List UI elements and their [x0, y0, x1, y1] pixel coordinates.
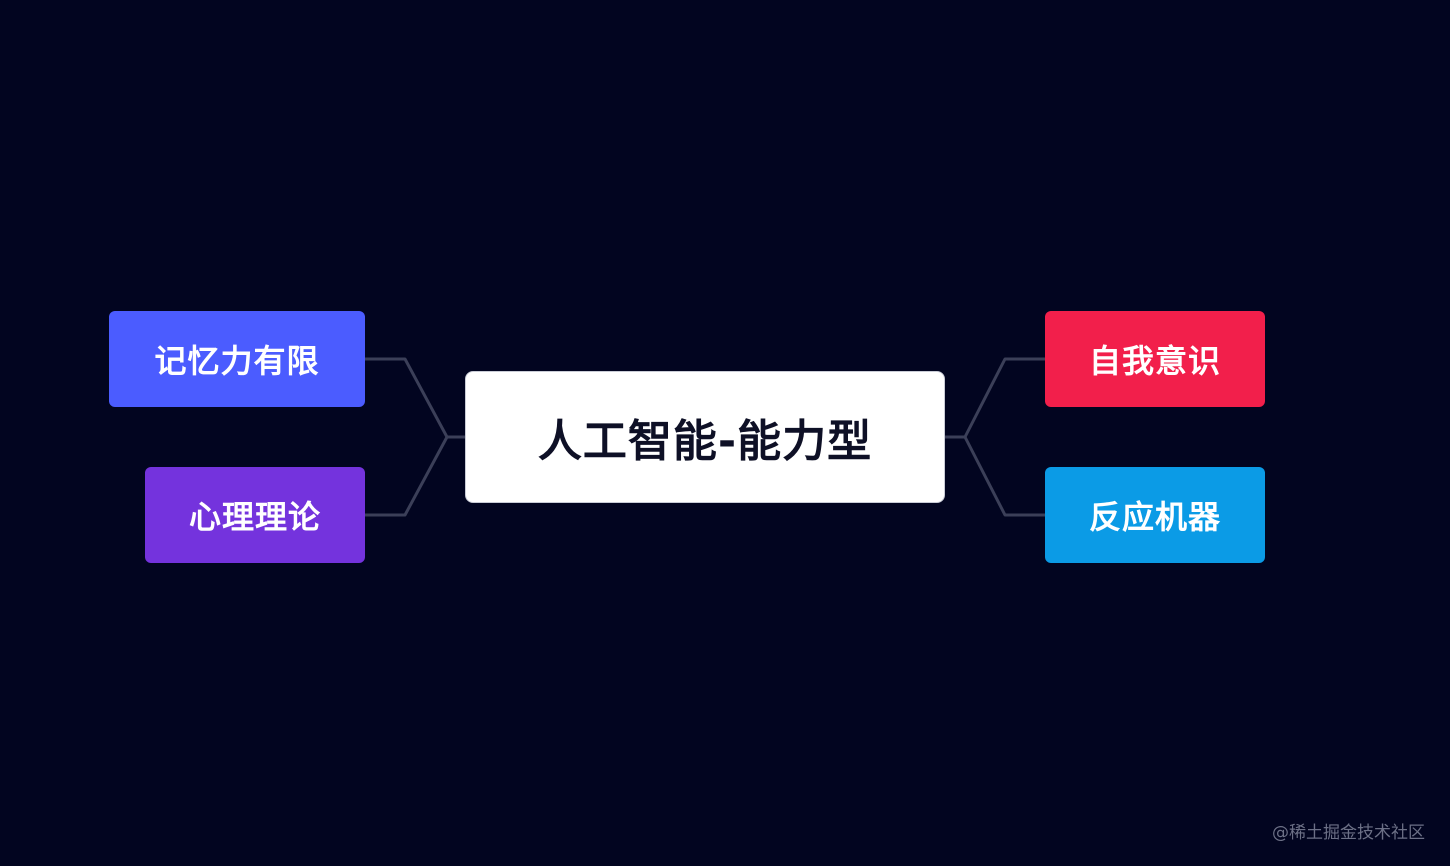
branch-node-theory-of-mind[interactable]: 心理理论 [145, 467, 365, 563]
central-topic-node[interactable]: 人工智能-能力型 [465, 371, 945, 503]
connector-right-top [945, 357, 1045, 439]
watermark-text: @稀土掘金技术社区 [1272, 823, 1425, 843]
branch-node-self-awareness[interactable]: 自我意识 [1045, 311, 1265, 407]
connector-left-bottom [365, 436, 449, 517]
connector-left-top [365, 357, 465, 439]
branch-node-reactive-machines[interactable]: 反应机器 [1045, 467, 1265, 563]
connector-right-bottom [963, 436, 1045, 517]
branch-node-limited-memory[interactable]: 记忆力有限 [109, 311, 365, 407]
